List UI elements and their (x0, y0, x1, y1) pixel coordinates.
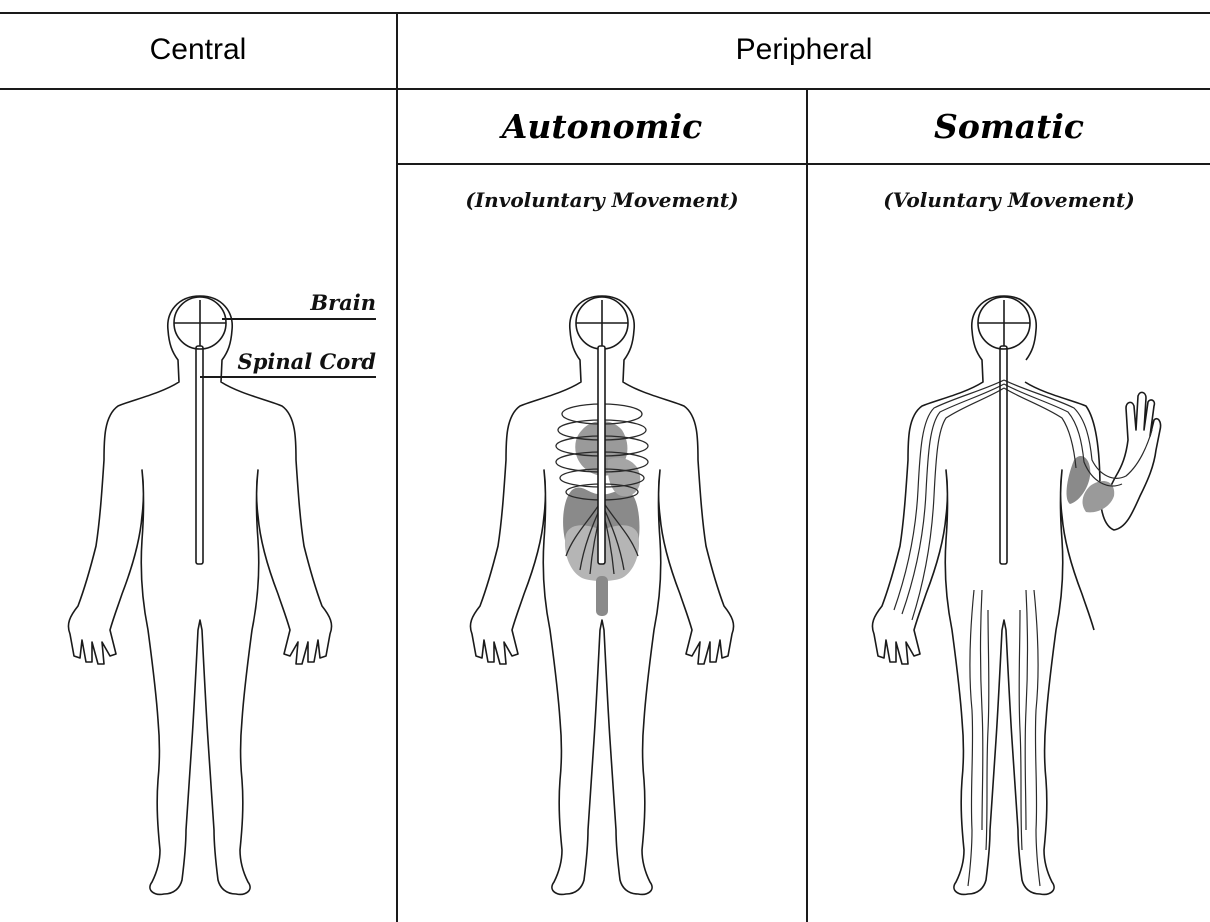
somatic-title: Somatic (933, 107, 1084, 146)
peripheral-header: Peripheral (735, 33, 873, 66)
autonomic-body-figure (469, 295, 735, 896)
spinal-cord-icon (999, 345, 1008, 565)
somatic-subtitle: (Voluntary Movement) (883, 188, 1135, 212)
subheader-divider (397, 163, 1210, 165)
spinal-cord-label: Spinal Cord (237, 349, 376, 374)
somatic-nerves-icon (893, 379, 1153, 887)
raised-arm-outline (1024, 381, 1162, 531)
central-body-figure (67, 295, 333, 896)
body-outline (469, 295, 735, 896)
somatic-body-figure (871, 295, 1162, 896)
arm-muscle-icon (1066, 455, 1115, 513)
column-divider-peripheral (806, 89, 808, 922)
body-outline (871, 295, 1095, 896)
autonomic-title: Autonomic (501, 107, 703, 146)
header-divider (0, 88, 1210, 90)
autonomic-subtitle: (Involuntary Movement) (465, 188, 739, 212)
spinal-cord-icon (597, 345, 606, 565)
spinal-cord-icon (195, 345, 204, 565)
central-header: Central (149, 33, 247, 66)
table-top-border (0, 12, 1210, 14)
brain-label: Brain (310, 290, 376, 315)
column-divider-central (396, 12, 398, 922)
body-outline (67, 295, 333, 896)
